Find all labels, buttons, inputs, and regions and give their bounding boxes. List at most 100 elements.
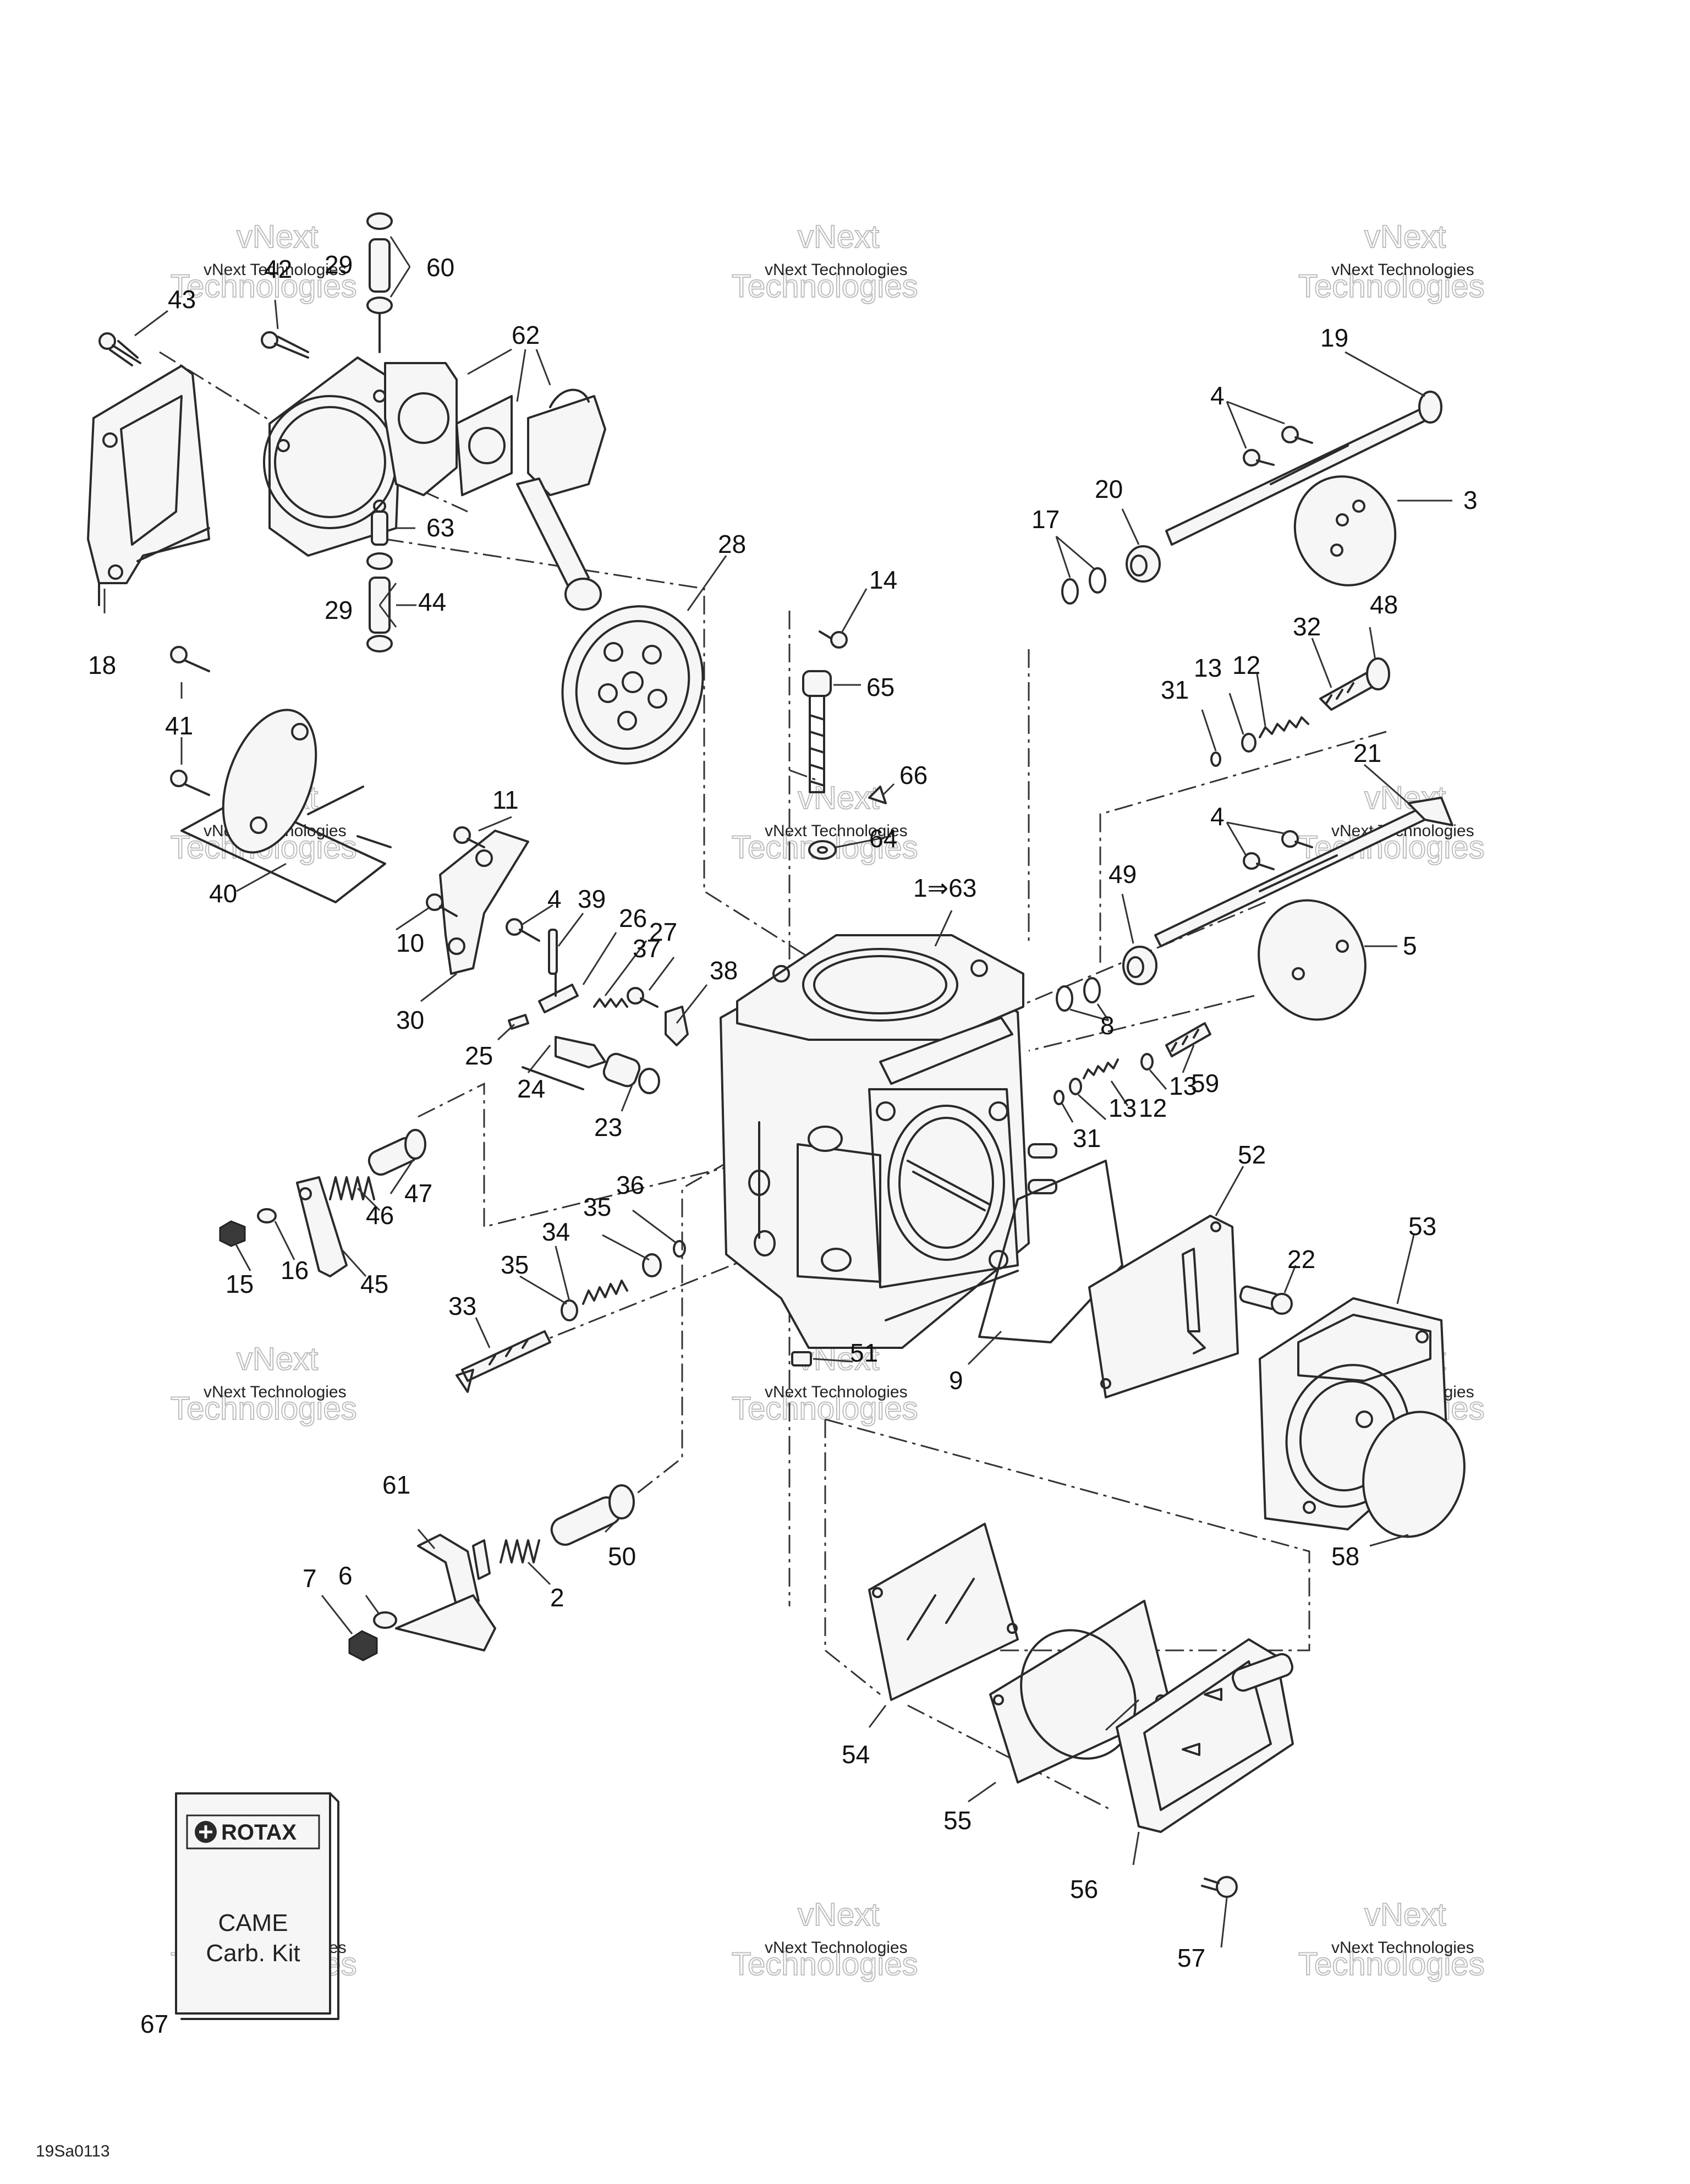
spring-12-lower — [1083, 1058, 1119, 1079]
watermark-text: vNext Technologies — [1331, 1939, 1474, 1957]
filter-screen-54 — [868, 1523, 1019, 1701]
watermark-vnext: vNext — [1364, 219, 1446, 255]
callout-label: 61 — [382, 1470, 410, 1499]
o-ring-31-top — [1210, 751, 1221, 767]
bushing-50 — [550, 1484, 635, 1546]
callout-label: 4 — [1210, 802, 1225, 831]
carb-kit-booklet: ROTAX CAME Carb. Kit — [175, 1792, 339, 2020]
diaphragm-58 — [1362, 1411, 1466, 1538]
callout-label: 27 — [649, 918, 677, 946]
callout-label: 45 — [360, 1270, 388, 1298]
callout-label: 8 — [1100, 1011, 1115, 1040]
callout-label: 23 — [594, 1113, 622, 1142]
callout-label: 48 — [1370, 590, 1398, 619]
nut-7 — [348, 1630, 378, 1661]
callout-label: 7 — [303, 1564, 317, 1593]
watermark-vnext: vNext — [237, 219, 318, 255]
callout-label: 46 — [366, 1201, 394, 1230]
callout-label: 20 — [1095, 475, 1123, 503]
screw-22 — [1239, 1285, 1293, 1315]
watermark-vnext: vNext — [798, 1897, 879, 1933]
gasket-30 — [439, 830, 529, 975]
callout-label: 13 — [1109, 1094, 1137, 1122]
callout-label: 40 — [209, 879, 237, 908]
callout-label: 4 — [1210, 381, 1225, 410]
callout-label: 67 — [140, 2010, 168, 2038]
callout-label: 12 — [1232, 651, 1260, 679]
callout-label: 19 — [1320, 323, 1348, 352]
bushing-20 — [1126, 545, 1161, 583]
spring-46 — [329, 1176, 375, 1200]
fitting-stack-44 — [366, 511, 393, 652]
callout-label: 28 — [718, 530, 746, 558]
callout-label: 21 — [1353, 739, 1381, 767]
leader-lines — [103, 236, 1452, 1948]
callout-label: 10 — [396, 929, 424, 957]
choke-plate-5 — [1258, 899, 1367, 1021]
callout-label: 65 — [866, 673, 895, 701]
callout-label: 22 — [1287, 1245, 1315, 1274]
spring-12-top — [1259, 716, 1309, 738]
callout-label: 35 — [583, 1193, 611, 1221]
callout-label: 55 — [943, 1806, 972, 1835]
watermark-vnext: vNext — [1364, 1897, 1446, 1933]
o-ring-36 — [673, 1240, 686, 1258]
screws-4-top — [1243, 426, 1313, 467]
callout-label: 3 — [1463, 486, 1478, 514]
lever-61 — [395, 1534, 496, 1651]
screw-43 — [98, 332, 141, 366]
callout-label: 31 — [1161, 676, 1189, 704]
callout-label: 13 — [1169, 1072, 1197, 1100]
plate-52 — [1088, 1215, 1239, 1398]
o-ring-31-lower — [1053, 1090, 1065, 1105]
watermark-text: vNext Technologies — [204, 1383, 347, 1401]
watermark-text: vNext Technologies — [765, 261, 908, 279]
screw-37 — [627, 987, 659, 1008]
callout-label: 47 — [404, 1179, 432, 1208]
callout-label: 58 — [1331, 1542, 1359, 1571]
screw-10 — [426, 893, 458, 917]
callout-label: 11 — [492, 786, 519, 814]
callout-label: 57 — [1177, 1944, 1205, 1972]
needle-24 — [522, 1036, 606, 1090]
callout-label: 49 — [1109, 860, 1137, 888]
throttle-plate-3 — [1293, 475, 1397, 586]
watermark-vnext: vNext — [798, 780, 879, 816]
callout-label: 35 — [501, 1250, 529, 1279]
callout-label: 2 — [550, 1583, 564, 1612]
spring-27 — [593, 998, 628, 1008]
callout-label: 1⇒63 — [913, 874, 976, 902]
callout-labels: 1⇒63 2 3 4 4 4 5 6 7 8 9 10 11 12 12 13 … — [88, 250, 1478, 2038]
bolt-65 — [802, 670, 832, 793]
choke-shaft-21 — [1154, 797, 1453, 947]
washer-64 — [808, 840, 837, 860]
watermark-technologies: Technologies — [732, 268, 918, 304]
callout-label: 30 — [396, 1006, 424, 1034]
callout-label: 56 — [1070, 1875, 1098, 1903]
needle-lever-26 — [538, 973, 579, 1013]
pump-base-56 — [1116, 1638, 1294, 1833]
callout-label: 6 — [338, 1561, 353, 1590]
gasket-9 — [978, 1160, 1123, 1343]
callout-label: 14 — [869, 566, 897, 594]
lever-45 — [296, 1176, 348, 1277]
callout-label: 53 — [1408, 1212, 1436, 1241]
kit-title-line2: Carb. Kit — [206, 1940, 300, 1967]
screw-4-center — [506, 918, 540, 942]
callout-label: 16 — [281, 1256, 309, 1285]
washer-16 — [257, 1208, 277, 1223]
callout-label: 9 — [949, 1366, 963, 1395]
pump-diaphragm-28 — [561, 605, 704, 765]
nut-51 — [791, 1351, 812, 1367]
washer-6 — [373, 1611, 397, 1629]
callout-label: 34 — [542, 1217, 570, 1246]
callout-label: 4 — [547, 885, 562, 913]
spring-2 — [500, 1539, 540, 1563]
callout-label: 39 — [578, 885, 606, 913]
watermark-text: vNext Technologies — [765, 1939, 908, 1957]
watermark-vnext: vNext — [237, 1341, 318, 1377]
pin-39 — [548, 929, 558, 975]
callout-label: 50 — [608, 1542, 636, 1571]
watermark-text: vNext Technologies — [204, 261, 347, 279]
callout-label: 5 — [1403, 931, 1417, 960]
